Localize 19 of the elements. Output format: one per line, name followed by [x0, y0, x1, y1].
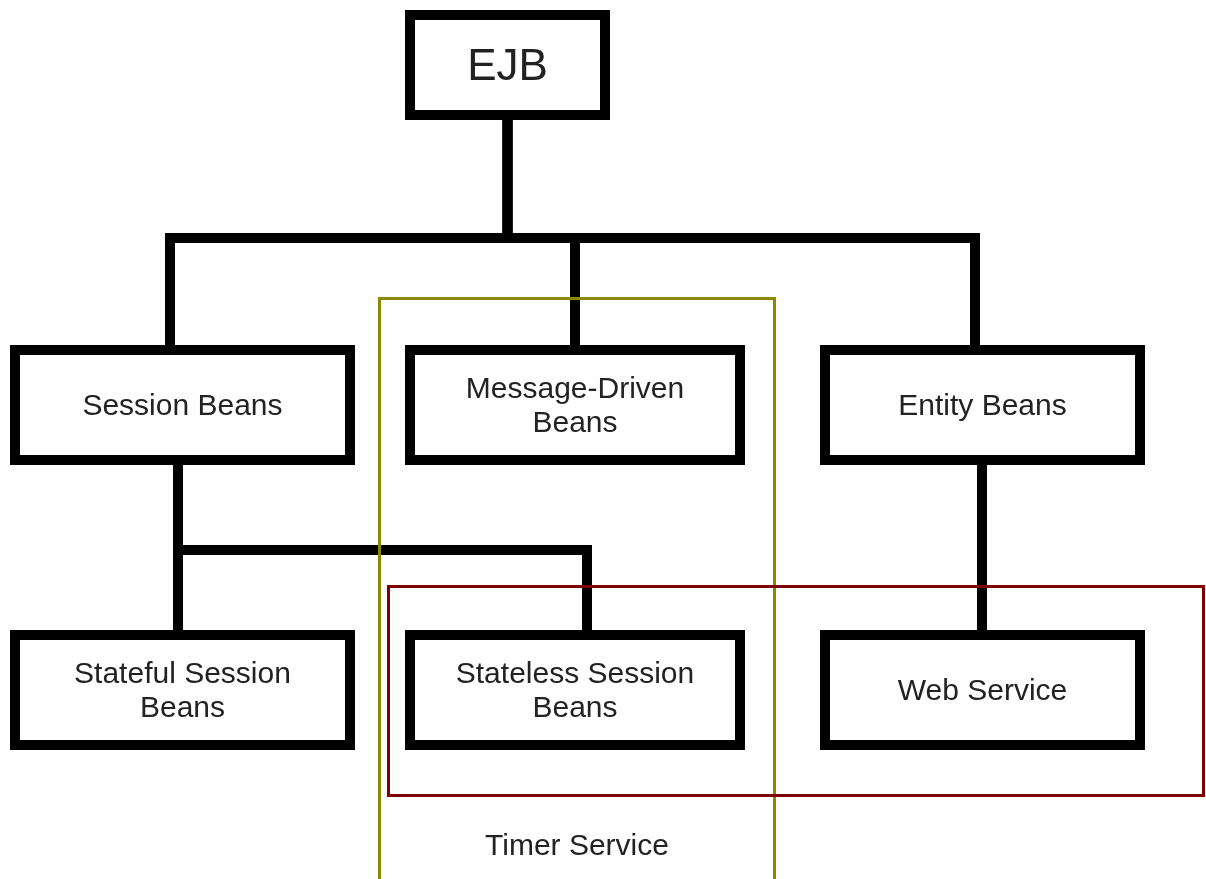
group-frame — [387, 585, 1205, 797]
node-label: EJB — [466, 39, 549, 91]
node-label: Stateful Session Beans — [73, 655, 292, 725]
region-label: Timer Service — [484, 828, 670, 862]
connector-line — [977, 465, 987, 630]
node-label: Web Service — [896, 672, 1069, 708]
node-label: Message-Driven Beans — [464, 370, 686, 440]
process-box — [405, 630, 745, 750]
process-box — [405, 10, 610, 120]
process-box — [10, 630, 355, 750]
node-label: Entity Beans — [897, 387, 1068, 423]
connector-line — [502, 120, 980, 345]
process-box — [10, 345, 355, 465]
timer-service-region — [378, 297, 776, 879]
node-label: Session Beans — [81, 387, 284, 423]
process-box — [405, 345, 745, 465]
process-box — [820, 630, 1145, 750]
process-box — [820, 345, 1145, 465]
node-label: Stateless Session Beans — [454, 655, 696, 725]
